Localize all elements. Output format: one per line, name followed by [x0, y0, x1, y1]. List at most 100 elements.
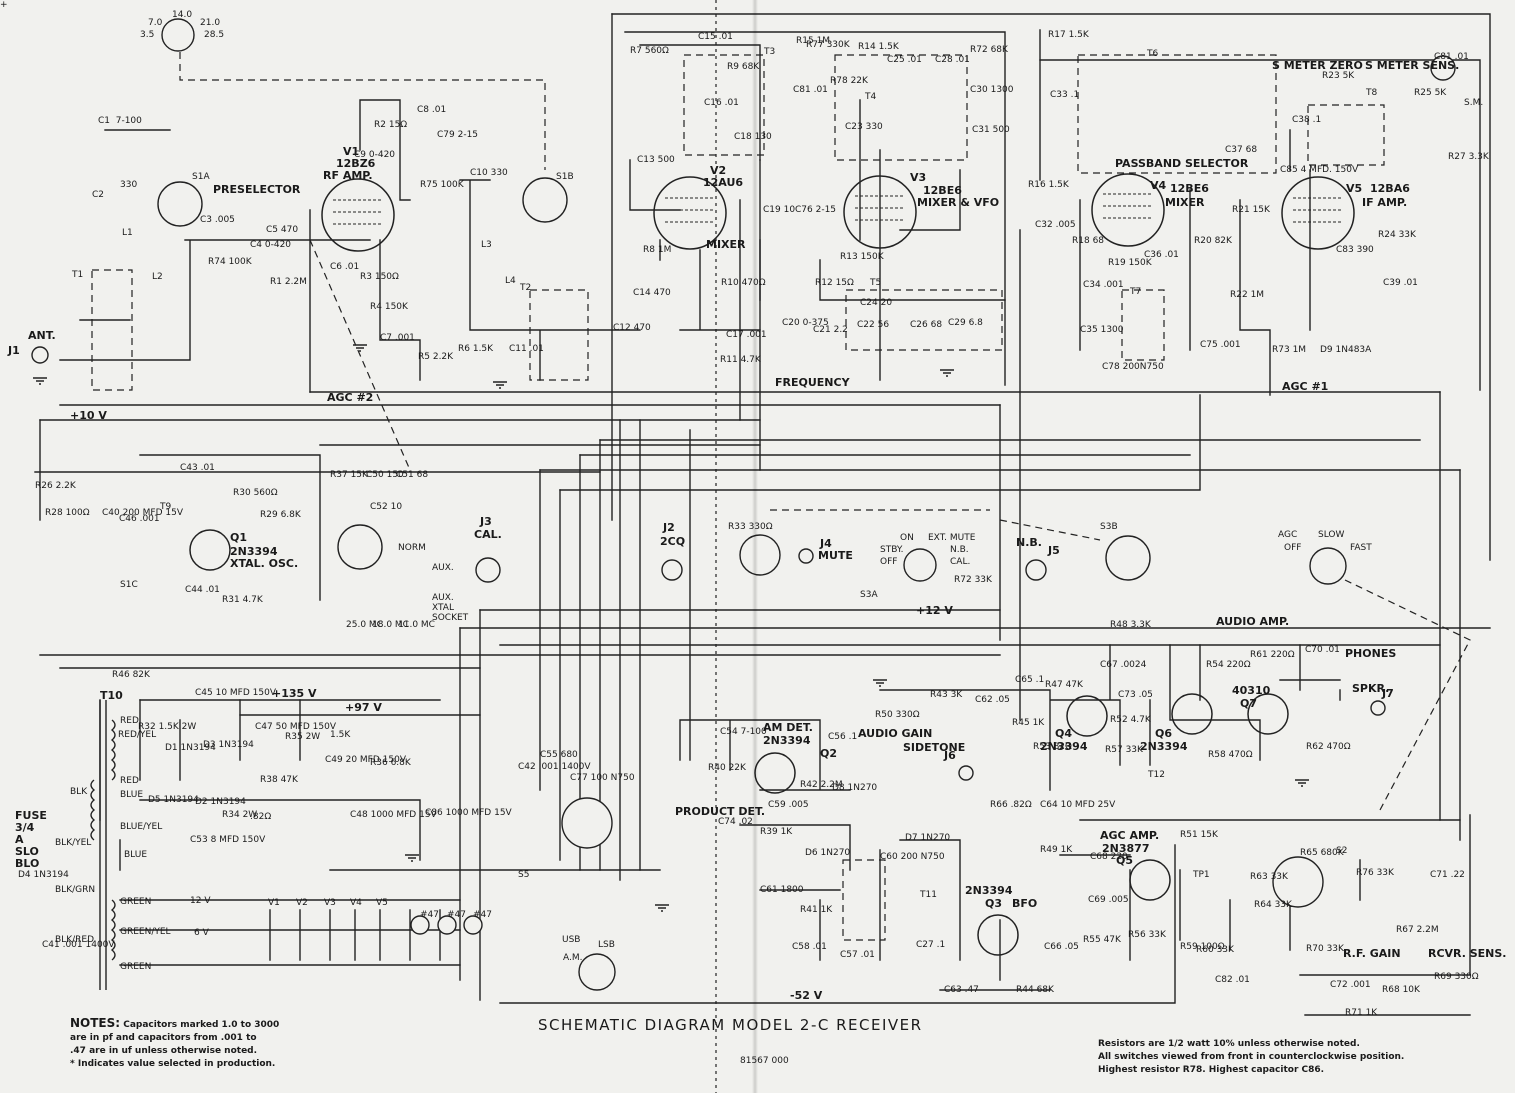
jack-j2[interactable] — [661, 559, 683, 581]
component-label: R22 1M — [1230, 290, 1265, 300]
component-label: C47 50 MFD 150V — [255, 722, 336, 732]
notes-line-4: * Indicates value selected in production… — [70, 1059, 276, 1069]
tube-v2-label: V2 — [710, 164, 727, 177]
component-label: R72 33K — [954, 575, 992, 585]
tube-envelopes — [321, 173, 1355, 252]
fn-nb-label: N.B. — [950, 545, 969, 555]
component-label: R45 1K — [1012, 718, 1045, 728]
wire-blk-red: BLK/RED — [55, 935, 94, 945]
wire-red-2: RED — [120, 776, 139, 786]
switch-s3a[interactable] — [1105, 535, 1151, 581]
function-knob[interactable] — [903, 548, 937, 582]
mode-knob[interactable] — [578, 953, 616, 991]
crystal-11: 11.0 MC — [398, 620, 435, 630]
tube-v3-function: MIXER & VFO — [917, 196, 1000, 209]
switch-s3b[interactable] — [739, 534, 781, 576]
fn-on-label: ON — [900, 533, 914, 543]
tube-v5 — [1281, 176, 1355, 250]
component-label: C1 7-100 — [98, 116, 142, 126]
agc-sw-link — [1344, 579, 1471, 811]
tube-v3-label: V3 — [910, 171, 927, 184]
component-label: S5 — [518, 870, 530, 880]
transistor-q6 — [1171, 693, 1213, 735]
component-label: R28 100Ω — [45, 508, 90, 518]
component-label: C33 .1 — [1050, 90, 1080, 100]
jack-j6-ref: J6 — [944, 749, 956, 762]
component-label: 1.5K — [330, 730, 351, 740]
transistor-q1-label: Q1 — [230, 531, 248, 544]
component-label: R71 1K — [1345, 1008, 1378, 1018]
transistor-q2 — [754, 752, 796, 794]
switch-wafers — [157, 18, 1456, 991]
component-label: R72 68K — [970, 45, 1008, 55]
component-label: C43 .01 — [180, 463, 215, 473]
switch-s2[interactable] — [1272, 856, 1324, 908]
tube-v1 — [321, 178, 395, 252]
mode-am-label: A.M. — [563, 953, 583, 963]
component-label: L2 — [152, 272, 163, 282]
component-label: R20 82K — [1194, 236, 1232, 246]
transistor-q4 — [1066, 695, 1108, 737]
notes-heading: NOTES: — [70, 1016, 121, 1030]
component-label: R54 220Ω — [1206, 660, 1251, 670]
s-meter-sens-label: S METER SENS. — [1365, 59, 1460, 72]
jack-j7-ref: J7 — [1382, 687, 1394, 700]
crystal-18: 18.0 MC — [372, 620, 409, 630]
agc-knob[interactable] — [1309, 547, 1347, 585]
component-label: D3 1N3194 — [203, 740, 254, 750]
wire-green-yel: GREEN/YEL — [120, 927, 171, 937]
component-label: R27 3.3K — [1448, 152, 1489, 162]
jack-j5[interactable] — [1025, 559, 1047, 581]
jack-symbols — [31, 346, 1386, 935]
switch-s1a[interactable] — [157, 181, 203, 227]
component-label: R37 15K — [330, 470, 368, 480]
t6-box — [1077, 54, 1277, 174]
component-label: R41 1K — [800, 905, 833, 915]
band-dial-knob[interactable] — [161, 18, 195, 52]
switch-s1c[interactable] — [337, 524, 383, 570]
component-label: R74 100K — [208, 257, 252, 267]
band-dial-28-5: 28.5 — [204, 30, 225, 40]
rail-agc1: AGC #1 — [1282, 380, 1329, 393]
component-label: C16 .01 — [704, 98, 739, 108]
component-label: R49 1K — [1040, 845, 1073, 855]
component-label: C50 150 — [366, 470, 404, 480]
component-label: C11 .01 — [509, 344, 544, 354]
component-label: R39 1K — [760, 827, 793, 837]
b-plus-bus — [624, 31, 1006, 386]
component-label: R5 2.2K — [418, 352, 454, 362]
jack-j6[interactable] — [958, 765, 974, 781]
t10-label: T10 — [100, 689, 123, 702]
jack-j7[interactable] — [1370, 700, 1386, 716]
jack-j1[interactable] — [31, 346, 49, 364]
component-label: C39 .01 — [1383, 278, 1418, 288]
wire-network — [34, 13, 1491, 1016]
switch-s5[interactable] — [561, 797, 613, 849]
component-label: C55 680 — [540, 750, 578, 760]
page-title: SCHEMATIC DIAGRAM MODEL 2-C RECEIVER — [538, 1016, 923, 1034]
transistor-q1-type: 2N3394 — [230, 545, 278, 558]
wire-blk: BLK — [70, 787, 88, 797]
component-label: C30 1300 — [970, 85, 1014, 95]
component-label: C19 10 — [763, 205, 796, 215]
component-label: T2 — [520, 283, 532, 293]
tube-v5-function: IF AMP. — [1362, 196, 1408, 209]
component-label: T5 — [870, 278, 882, 288]
component-label: R12 15Ω — [815, 278, 854, 288]
component-label: R11 4.7K — [720, 355, 761, 365]
component-label: C69 .005 — [1088, 895, 1129, 905]
component-label: R19 150K — [1108, 258, 1152, 268]
tube-v1-type: 12BZ6 — [336, 157, 376, 170]
band-dial-7: 7.0 — [148, 18, 163, 28]
switch-s1b[interactable] — [522, 177, 568, 223]
preselector-label: PRESELECTOR — [213, 183, 301, 196]
jack-j4[interactable] — [798, 548, 814, 564]
xtal-feed — [139, 454, 321, 601]
passband-label: PASSBAND SELECTOR — [1115, 157, 1249, 170]
component-label: C59 .005 — [768, 800, 809, 810]
heater-volts-12: 12 V — [190, 896, 211, 906]
transistor-q2-type: 2N3394 — [763, 734, 811, 747]
tube-grids — [333, 193, 1343, 225]
jack-j3-ref: J3 — [480, 515, 492, 528]
jack-j3[interactable] — [475, 557, 501, 583]
